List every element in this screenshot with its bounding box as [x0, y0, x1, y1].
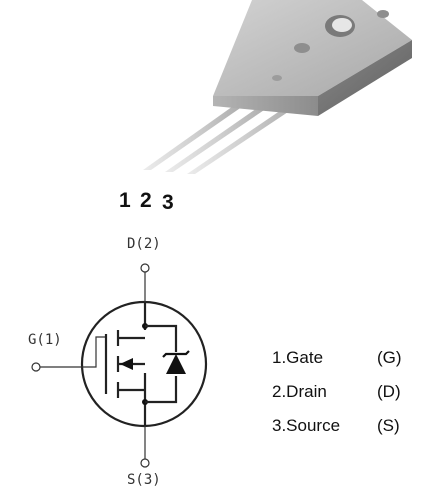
diode-top-wire: [145, 324, 178, 352]
legend-item-drain: 2.Drain: [272, 382, 327, 401]
package-dimple-3: [272, 75, 282, 81]
pin-number-row: 1 2 3: [119, 189, 174, 214]
gate-wire: [40, 336, 106, 368]
pin-number-1: 1: [119, 189, 131, 212]
legend-item-gate: 1.Gate: [272, 348, 323, 367]
pin-number-2: 2: [140, 189, 152, 212]
legend-item-source: 3.Source: [272, 416, 340, 435]
legend-code-source: (S): [377, 416, 400, 435]
source-terminal: [140, 458, 150, 468]
lead-1: [143, 104, 246, 170]
package-dimple-2: [377, 10, 389, 18]
package-front-face: [213, 96, 318, 116]
pin-legend: 1.Gate (G) 2.Drain (D) 3.Source (S): [272, 348, 402, 435]
mosfet-symbol: D(2) G(1) S(3): [28, 236, 208, 488]
source-label: S(3): [127, 472, 161, 488]
zener-bar: [162, 350, 190, 358]
gate-terminal: [31, 362, 41, 372]
mounting-hole-inner: [332, 18, 352, 32]
package-top-face: [213, 0, 412, 96]
diode-bottom-wire: [145, 376, 178, 404]
package-leads: [143, 104, 300, 174]
package-dimple-1: [294, 43, 310, 53]
package-illustration: [143, 0, 412, 174]
lead-2: [165, 104, 273, 172]
drain-terminal: [140, 263, 150, 273]
pin-number-3: 3: [162, 191, 174, 214]
gate-label: G(1): [28, 332, 62, 348]
body-arrow-icon: [120, 358, 133, 370]
package-side-face: [318, 40, 412, 116]
legend-code-drain: (D): [377, 382, 401, 401]
legend-code-gate: (G): [377, 348, 402, 367]
drain-label: D(2): [127, 236, 161, 252]
lead-3: [187, 104, 300, 174]
zener-diode-icon: [166, 354, 186, 374]
